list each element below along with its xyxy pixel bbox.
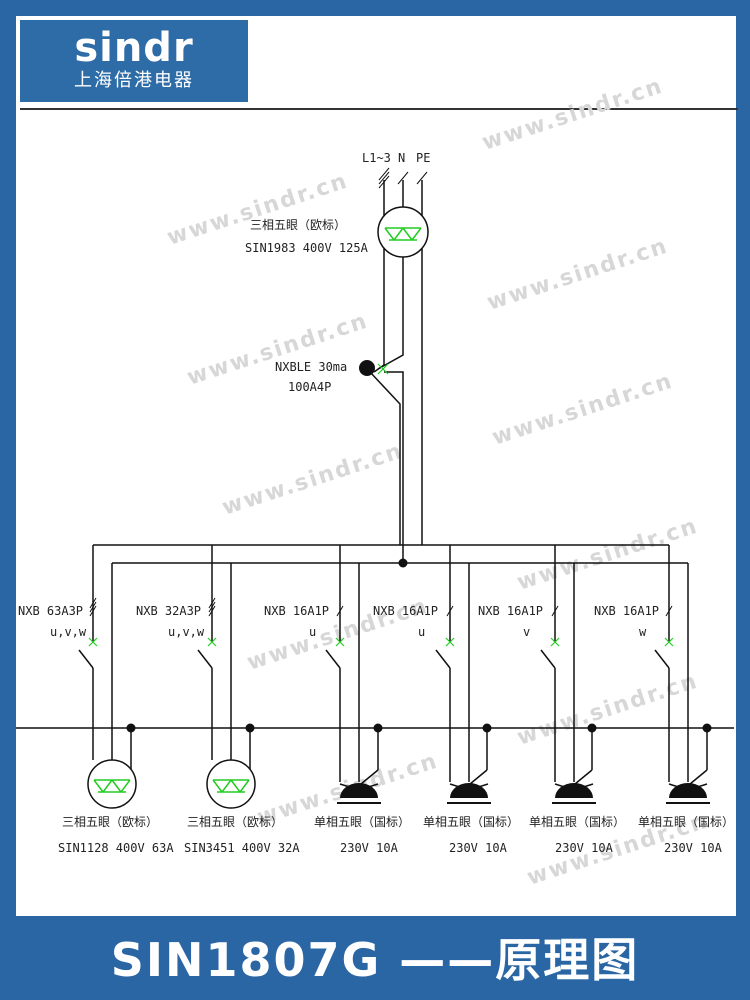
- rcd-contact-mark: [377, 363, 389, 375]
- breaker-contact-mark: [550, 637, 560, 647]
- logo-underline: [20, 108, 738, 110]
- label-n: N: [398, 151, 405, 165]
- earth-lead: [360, 769, 379, 785]
- inlet-socket-symbol: [377, 206, 429, 258]
- rcd-rating: 100A4P: [288, 380, 331, 394]
- pole-tick: [446, 605, 454, 617]
- breaker-blade: [654, 649, 670, 669]
- socket-leads: [554, 783, 594, 791]
- breaker-phase: u,v,w: [50, 625, 87, 639]
- socket-pin-mark: [212, 779, 250, 793]
- breaker-contact-mark: [664, 637, 674, 647]
- watermark-text: www.sindr.cn: [514, 669, 701, 751]
- breaker-model: NXB 32A3P: [136, 604, 201, 618]
- outlet-type: 单相五眼（国标）: [529, 815, 625, 829]
- pole-tick: [208, 605, 216, 617]
- inlet-spec: SIN1983 400V 125A: [245, 241, 369, 255]
- socket-pin-mark: [93, 779, 131, 793]
- pole-tick: [89, 597, 97, 609]
- breaker-model: NXB 16A1P: [594, 604, 659, 618]
- breaker-blade: [540, 649, 556, 669]
- earth-lead: [689, 769, 708, 785]
- pole-tick: [665, 605, 673, 617]
- breaker-phase: u,v,w: [168, 625, 205, 639]
- earth-lead: [469, 769, 488, 785]
- outlet-type: 单相五眼（国标）: [314, 815, 410, 829]
- page-title: SIN1807G ——原理图: [110, 933, 640, 987]
- label-l1-3: L1~3: [362, 151, 391, 165]
- watermark-text: www.sindr.cn: [489, 369, 676, 451]
- breaker-phase: v: [523, 625, 530, 639]
- breaker-layer: NXB 63A3P u,v,w NXB 32A3P u,v,w NXB 16A1P u NX…: [18, 545, 674, 782]
- logo-brand: sindr: [74, 25, 194, 71]
- neutral-junction-dot: [398, 558, 408, 568]
- breaker-model: NXB 16A1P: [478, 604, 543, 618]
- watermark-text: www.sindr.cn: [484, 234, 671, 316]
- outlet-spec: 230V 10A: [664, 841, 723, 855]
- pole-tick: [336, 605, 344, 617]
- watermark-text: www.sindr.cn: [479, 74, 666, 156]
- inlet-type: 三相五眼（欧标）: [250, 218, 346, 232]
- watermark-text: www.sindr.cn: [514, 514, 701, 596]
- outlet-spec: 230V 10A: [555, 841, 614, 855]
- socket-leads: [668, 783, 708, 791]
- breaker-contact-mark: [207, 637, 217, 647]
- outlet-spec: SIN3451 400V 32A: [184, 841, 300, 855]
- breaker-blade: [197, 649, 213, 669]
- socket-leads: [449, 783, 489, 791]
- logo-company: 上海倍港电器: [74, 70, 194, 91]
- pole-tick: [89, 605, 97, 617]
- pole-tick: [208, 601, 216, 613]
- outlet-type: 三相五眼（欧标）: [187, 815, 283, 829]
- breaker-model: NXB 16A1P: [264, 604, 329, 618]
- breaker-blade: [435, 649, 451, 669]
- supply-markers: [378, 167, 428, 189]
- breaker-phase: u: [309, 625, 316, 639]
- label-pe: PE: [416, 151, 430, 165]
- watermark-text: www.sindr.cn: [164, 169, 351, 251]
- diagram-panel: [16, 16, 736, 916]
- rcd-model: NXBLE 30ma: [275, 360, 347, 374]
- three-phase-socket-symbol: [87, 759, 137, 809]
- watermark-text: www.sindr.cn: [184, 309, 371, 391]
- breaker-contact-mark: [445, 637, 455, 647]
- outlet-spec: 230V 10A: [340, 841, 399, 855]
- pole-tick: [551, 605, 559, 617]
- breaker-blade: [325, 649, 341, 669]
- breaker-blade: [78, 649, 94, 669]
- pole-tick: [208, 597, 216, 609]
- rcd-indicator-dot: [359, 360, 375, 376]
- breaker-model: NXB 16A1P: [373, 604, 438, 618]
- outlet-type: 三相五眼（欧标）: [62, 815, 158, 829]
- breaker-contact-mark: [335, 637, 345, 647]
- watermark-text: www.sindr.cn: [219, 439, 406, 521]
- socket-leads: [339, 783, 379, 791]
- outlet-spec: 230V 10A: [449, 841, 508, 855]
- three-phase-socket-symbol: [206, 759, 256, 809]
- earth-lead: [574, 769, 593, 785]
- breaker-phase: w: [639, 625, 647, 639]
- breaker-phase: u: [418, 625, 425, 639]
- sindr-logo: sindr 上海倍港电器: [20, 20, 248, 102]
- breaker-model: NXB 63A3P: [18, 604, 83, 618]
- outlet-type: 单相五眼（国标）: [638, 815, 734, 829]
- outlet-layer: 三相五眼（欧标） SIN1128 400V 63A 三相五眼（欧标） SIN3451 …: [58, 563, 734, 855]
- pole-tick: [89, 601, 97, 613]
- outlet-spec: SIN1128 400V 63A: [58, 841, 174, 855]
- breaker-contact-mark: [88, 637, 98, 647]
- outlet-type: 单相五眼（国标）: [423, 815, 519, 829]
